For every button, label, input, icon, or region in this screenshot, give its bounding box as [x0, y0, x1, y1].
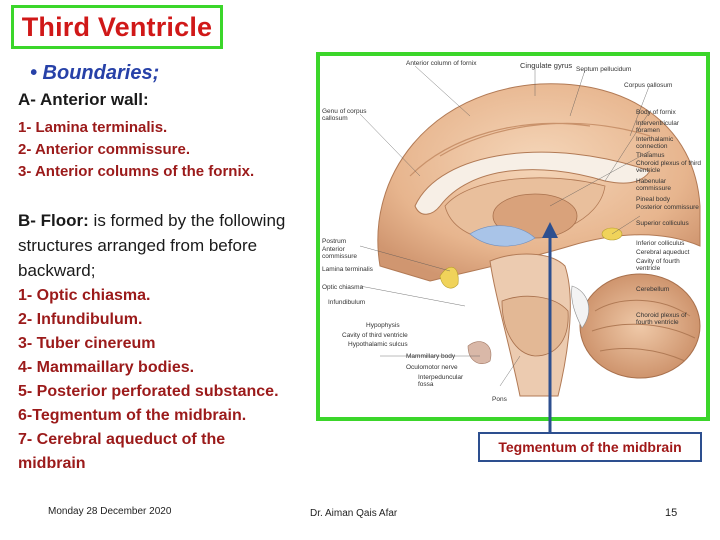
cerebellum-shape [579, 273, 701, 379]
label-habenular-commissure: Habenular commissure [636, 178, 672, 192]
label-cerebellum: Cerebellum [636, 286, 670, 293]
label-corpus-callosum: Corpus callosum [624, 82, 673, 89]
list-item: 3- Anterior columns of the fornix. [18, 163, 255, 180]
label-body-of-fornix: Body of fornix [636, 109, 676, 116]
list-item: 1- Optic chiasma. [18, 287, 151, 304]
brain-sagittal-figure: Anterior column of fornix Cingulate gyru… [316, 52, 710, 421]
label-inferior-colliculus: Inferior colliculus [636, 240, 685, 247]
caption-box: Tegmentum of the midbrain [478, 432, 702, 462]
label-cavity-third: Cavity of third ventricle [342, 332, 408, 339]
label-septum-pellucidum: Septum pellucidum [576, 66, 632, 73]
list-item: 5- Posterior perforated substance. [18, 383, 279, 400]
label-choroid-plexus-fourth: Choroid plexus of fourth ventricle [636, 312, 687, 326]
label-cerebral-aqueduct: Cerebral aqueduct [636, 249, 690, 256]
label-mammillary-body: Mammillary body [406, 353, 456, 360]
label-anterior-commissure: Anterior commissure [322, 246, 358, 260]
caption-text: Tegmentum of the midbrain [498, 439, 682, 455]
label-hypophysis: Hypophysis [366, 322, 400, 329]
floor-heading-bold: B- Floor: [18, 211, 89, 230]
floor-heading-rest: is formed by the following structures ar… [18, 211, 286, 280]
floor-list: 1- Optic chiasma. 2- Infundibulum. 3- Tu… [18, 284, 279, 476]
list-item: 6-Tegmentum of the midbrain. [18, 407, 247, 424]
floor-heading: B- Floor: is formed by the following str… [18, 208, 308, 283]
label-interthalamic-connection: Interthalamic connection [636, 136, 674, 150]
label-interpeduncular-fossa: Interpeduncular fossa [418, 374, 464, 388]
label-posterior-commissure: Posterior commissure [636, 204, 699, 211]
list-item: 2- Infundibulum. [18, 311, 143, 328]
list-item: 1- Lamina terminalis. [18, 119, 168, 136]
footer-author: Dr. Aiman Qais Afar [310, 508, 398, 519]
boundaries-heading: • Boundaries; [30, 62, 160, 84]
corpus-callosum-shape [414, 151, 651, 215]
list-item: 3- Tuber cinereum [18, 335, 156, 352]
list-item: 4- Mammaillary bodies. [18, 359, 195, 376]
slide-title-text: Third Ventricle [21, 11, 213, 42]
label-postrum: Postrum [322, 238, 347, 245]
label-cavity-fourth: Cavity of fourth ventricle [636, 258, 680, 272]
page-number: 15 [665, 507, 678, 519]
label-thalamus: Thalamus [636, 152, 665, 159]
label-interventricular-foramen: Interventricular foramen [636, 120, 679, 134]
anterior-wall-list: 1- Lamina terminalis. 2- Anterior commis… [18, 117, 254, 183]
label-genu: Genu of corpus callosum [322, 108, 367, 122]
list-item: 7- Cerebral aqueduct of the [18, 431, 226, 448]
label-hypothalamic-sulcus: Hypothalamic sulcus [348, 341, 408, 348]
label-pineal-body: Pineal body [636, 196, 670, 203]
anterior-wall-heading: A- Anterior wall: [18, 90, 149, 109]
label-choroid-plexus-third: Choroid plexus of third ventricle [636, 160, 702, 174]
label-optic-chiasma: Optic chiasma [322, 284, 364, 291]
label-cingulate-gyrus: Cingulate gyrus [520, 61, 573, 70]
label-anterior-column-of-fornix: Anterior column of fornix [406, 60, 477, 67]
footer-date: Monday 28 December 2020 [48, 506, 172, 517]
label-pons: Pons [492, 396, 507, 403]
label-superior-colliculus: Superior colliculus [636, 220, 689, 227]
slide-title: Third Ventricle [11, 5, 223, 49]
arrow-up-icon [542, 222, 558, 432]
list-item: midbrain [18, 455, 86, 472]
label-infundibulum: Infundibulum [328, 299, 366, 306]
label-lamina-terminalis: Lamina terminalis [322, 266, 373, 273]
list-item: 2- Anterior commissure. [18, 141, 190, 158]
label-oculomotor-nerve: Oculomotor nerve [406, 364, 458, 371]
